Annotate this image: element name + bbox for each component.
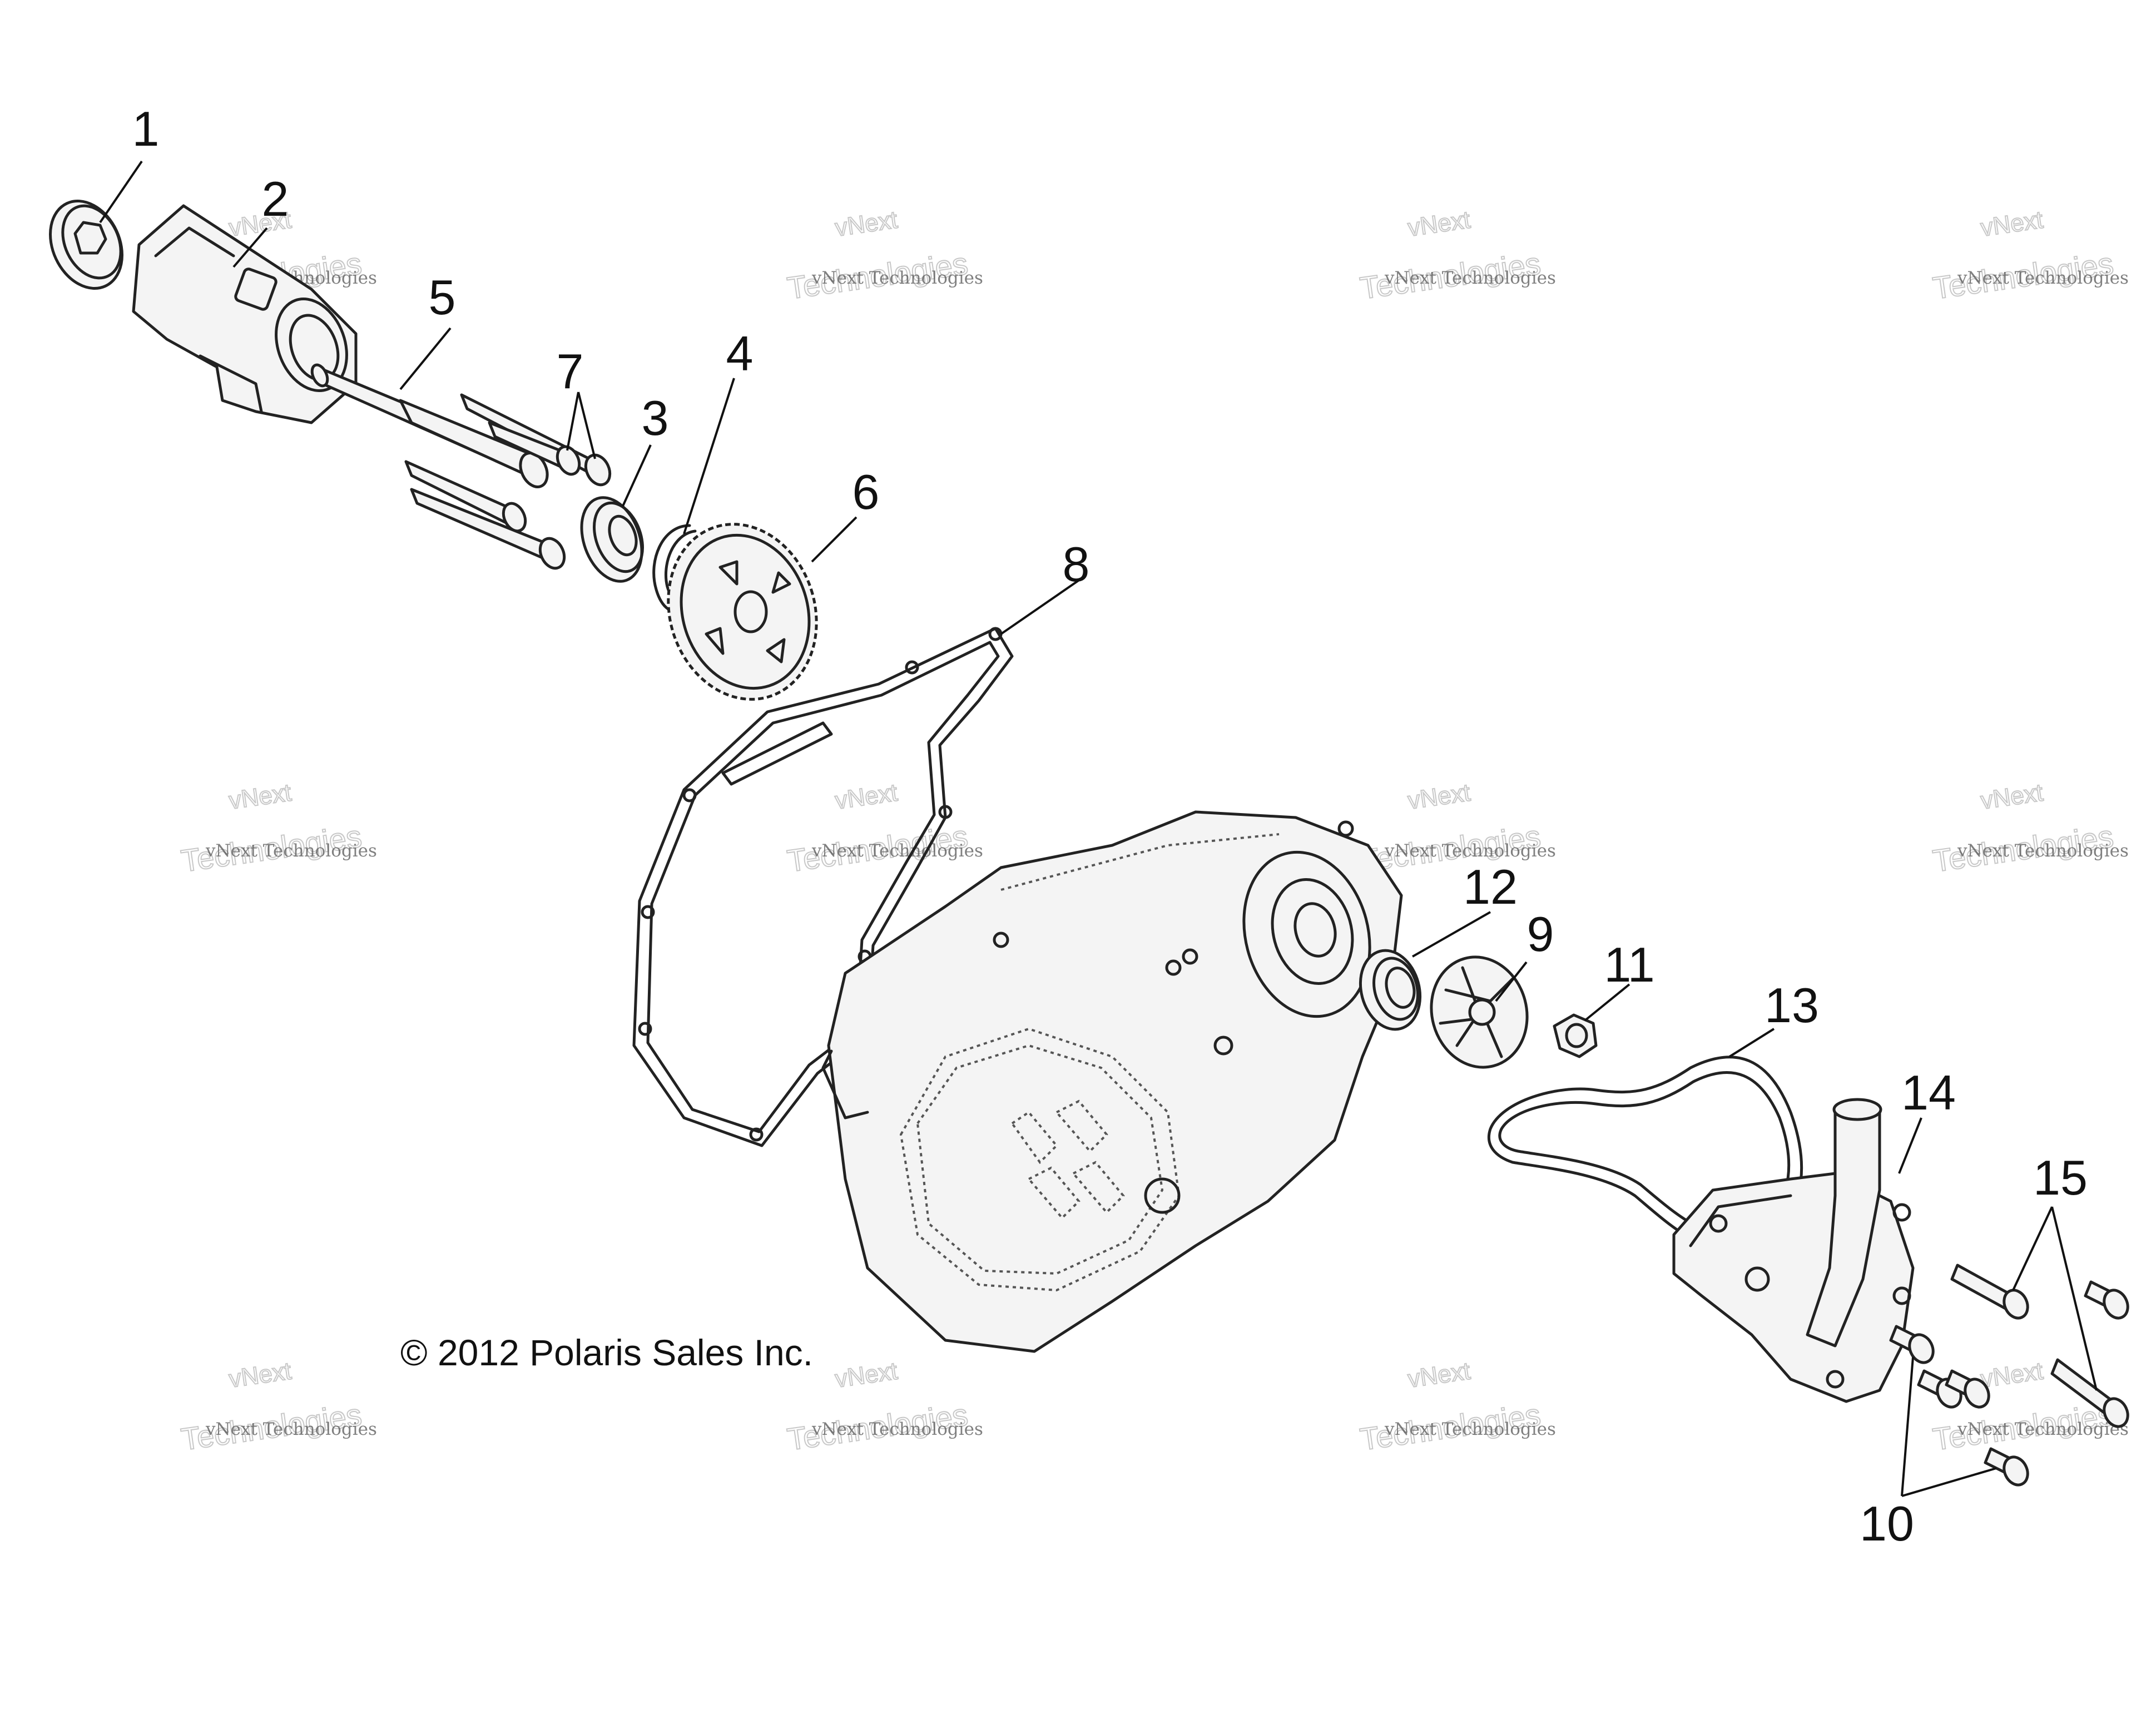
callout-14: 14 xyxy=(1901,1065,1956,1120)
engine-cover xyxy=(821,810,1403,1353)
callout-9: 9 xyxy=(1527,906,1554,962)
part-7-bolts xyxy=(404,393,612,570)
watermark-brand: vNext xyxy=(1406,779,1472,815)
callout-5: 5 xyxy=(429,270,456,325)
watermark-r1c4: vNext Technologies vNext Technologies xyxy=(1930,206,2129,306)
watermark-r3c1: vNext Technologies vNext Technologies xyxy=(179,1357,377,1458)
watermark-r1c3: vNext Technologies vNext Technologies xyxy=(1357,206,1556,306)
callout-1: 1 xyxy=(132,101,160,156)
callout-labels: 1 2 3 4 5 6 7 8 9 10 11 12 13 14 15 xyxy=(132,101,2088,1551)
part-5-shaft xyxy=(310,363,549,488)
part-14-pump-cover xyxy=(1672,1098,1915,1403)
part-3-bearing xyxy=(580,496,644,583)
watermark-r2c2: vNext Technologies vNext Technologies xyxy=(785,779,983,879)
callout-3: 3 xyxy=(642,390,669,445)
part-15-bolts xyxy=(1950,1264,2129,1428)
watermark-small: vNext Technologies xyxy=(811,1419,983,1439)
part-10-bolts xyxy=(1889,1325,2029,1487)
watermark-r1c2: vNext Technologies vNext Technologies xyxy=(785,206,983,306)
watermark-small: vNext Technologies xyxy=(1384,841,1556,861)
leader-lines xyxy=(99,160,2098,1497)
callout-10: 10 xyxy=(1860,1496,1914,1551)
watermark-r2c4: vNext Technologies vNext Technologies xyxy=(1930,779,2129,879)
copyright-notice: © 2012 Polaris Sales Inc. xyxy=(400,1332,813,1373)
part-1-rotor xyxy=(49,199,123,290)
callout-6: 6 xyxy=(853,464,880,519)
watermark-brand: vNext xyxy=(834,779,899,815)
callout-4: 4 xyxy=(726,326,754,381)
part-11-nut xyxy=(1553,1013,1598,1058)
watermark-brand: vNext xyxy=(834,206,899,242)
watermark-brand: vNext xyxy=(1979,206,2045,242)
part-12-seal xyxy=(1359,949,1422,1031)
watermark-r3c2: vNext Technologies vNext Technologies xyxy=(785,1357,983,1458)
watermark-brand: vNext xyxy=(227,1358,293,1393)
watermark-r2c1: vNext Technologies vNext Technologies xyxy=(179,779,377,879)
watermark-small: vNext Technologies xyxy=(1384,268,1556,288)
callout-8: 8 xyxy=(1063,537,1090,592)
part-8-gasket xyxy=(632,627,1014,1147)
watermark-small: vNext Technologies xyxy=(1957,1419,2129,1439)
watermark-small: vNext Technologies xyxy=(811,841,983,861)
watermark-small: vNext Technologies xyxy=(1957,268,2129,288)
callout-12: 12 xyxy=(1463,859,1518,914)
callout-2: 2 xyxy=(262,171,289,226)
watermark-brand: vNext xyxy=(1979,1358,2045,1393)
callout-11: 11 xyxy=(1604,937,1654,992)
watermark-small: vNext Technologies xyxy=(205,841,377,861)
callout-7: 7 xyxy=(557,344,584,399)
watermark-brand: vNext xyxy=(1406,206,1472,242)
watermark-small: vNext Technologies xyxy=(1384,1419,1556,1439)
callout-13: 13 xyxy=(1765,978,1819,1033)
watermark-brand: vNext xyxy=(227,779,293,815)
part-2-pump-housing xyxy=(132,204,358,424)
watermark-brand: vNext xyxy=(834,1358,899,1393)
watermark-r3c3: vNext Technologies vNext Technologies xyxy=(1357,1357,1556,1458)
watermark-r2c3: vNext Technologies vNext Technologies xyxy=(1357,779,1556,879)
part-9-impeller xyxy=(1430,955,1529,1069)
watermark-small: vNext Technologies xyxy=(1957,841,2129,861)
watermark-small: vNext Technologies xyxy=(205,1419,377,1439)
watermark-brand: vNext xyxy=(1979,779,2045,815)
watermark-brand: vNext xyxy=(1406,1358,1472,1393)
callout-15: 15 xyxy=(2033,1150,2088,1205)
watermark-small: vNext Technologies xyxy=(811,268,983,288)
part-6-gear xyxy=(667,523,818,701)
